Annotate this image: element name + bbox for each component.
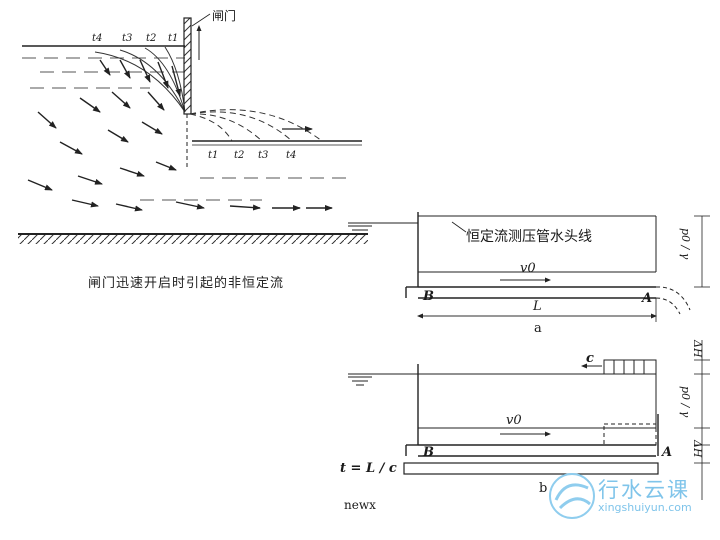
watermark-url: xingshuiyun.com	[598, 501, 692, 514]
downstream-dash-lines	[140, 177, 350, 201]
figure-pipe-a	[348, 212, 710, 322]
sublabel-a: a	[534, 321, 542, 336]
wave-fronts-upstream	[94, 46, 186, 113]
velocity-label-b: v0	[506, 413, 522, 428]
sublabel-b: b	[539, 481, 548, 496]
water-symbol-a	[348, 225, 372, 235]
hgl-leader	[451, 221, 467, 233]
end-a-label-b: A	[662, 445, 673, 460]
lower-time-4: t4	[286, 150, 297, 161]
wave-speed-label: c	[586, 351, 594, 366]
delta-h-top: ΔH	[691, 340, 704, 358]
figure-gate-opening	[18, 13, 368, 244]
dims-b	[694, 340, 710, 500]
water-symbol-b	[348, 376, 372, 386]
time-equation: t = L / c	[340, 461, 397, 476]
figure1-caption: 闸门迅速开启时引起的非恒定流	[88, 276, 285, 291]
watermark: 行水云课 xingshuiyun.com	[540, 468, 710, 524]
hgl-label: 恒定流测压管水头线	[466, 229, 592, 245]
gate-label: 闸门	[212, 9, 237, 23]
surge-block	[603, 359, 657, 375]
end-a-label-a: A	[642, 291, 653, 306]
head-label-a: p0 / γ	[679, 228, 692, 260]
end-b-label-a: B	[423, 289, 434, 304]
delta-h-bottom: ΔH	[691, 440, 704, 458]
gate	[183, 17, 192, 115]
lower-time-2: t2	[234, 150, 245, 161]
compressed-zone	[603, 423, 657, 446]
velocity-label-a: v0	[520, 261, 536, 276]
jet-curves	[189, 109, 323, 142]
length-label: L	[533, 299, 542, 314]
upper-time-1: t1	[168, 33, 179, 44]
end-b-label-b: B	[423, 445, 434, 460]
lower-time-3: t3	[258, 150, 269, 161]
footer-text: newx	[344, 498, 376, 512]
time-band	[403, 462, 659, 475]
discharge-jet-a	[655, 286, 691, 315]
upper-time-4: t4	[92, 33, 103, 44]
head-label-b: p0 / γ	[679, 386, 692, 418]
flow-arrows	[27, 59, 333, 212]
lower-time-1: t1	[208, 150, 219, 161]
bed-hatch	[18, 235, 368, 244]
gate-leader	[191, 13, 211, 27]
upper-time-2: t2	[146, 33, 157, 44]
upper-time-3: t3	[122, 33, 133, 44]
watermark-logo-icon	[549, 473, 595, 519]
surge-block-divs	[613, 360, 645, 374]
watermark-title: 行水云课	[598, 478, 690, 502]
figure-pipe-b	[348, 340, 710, 500]
